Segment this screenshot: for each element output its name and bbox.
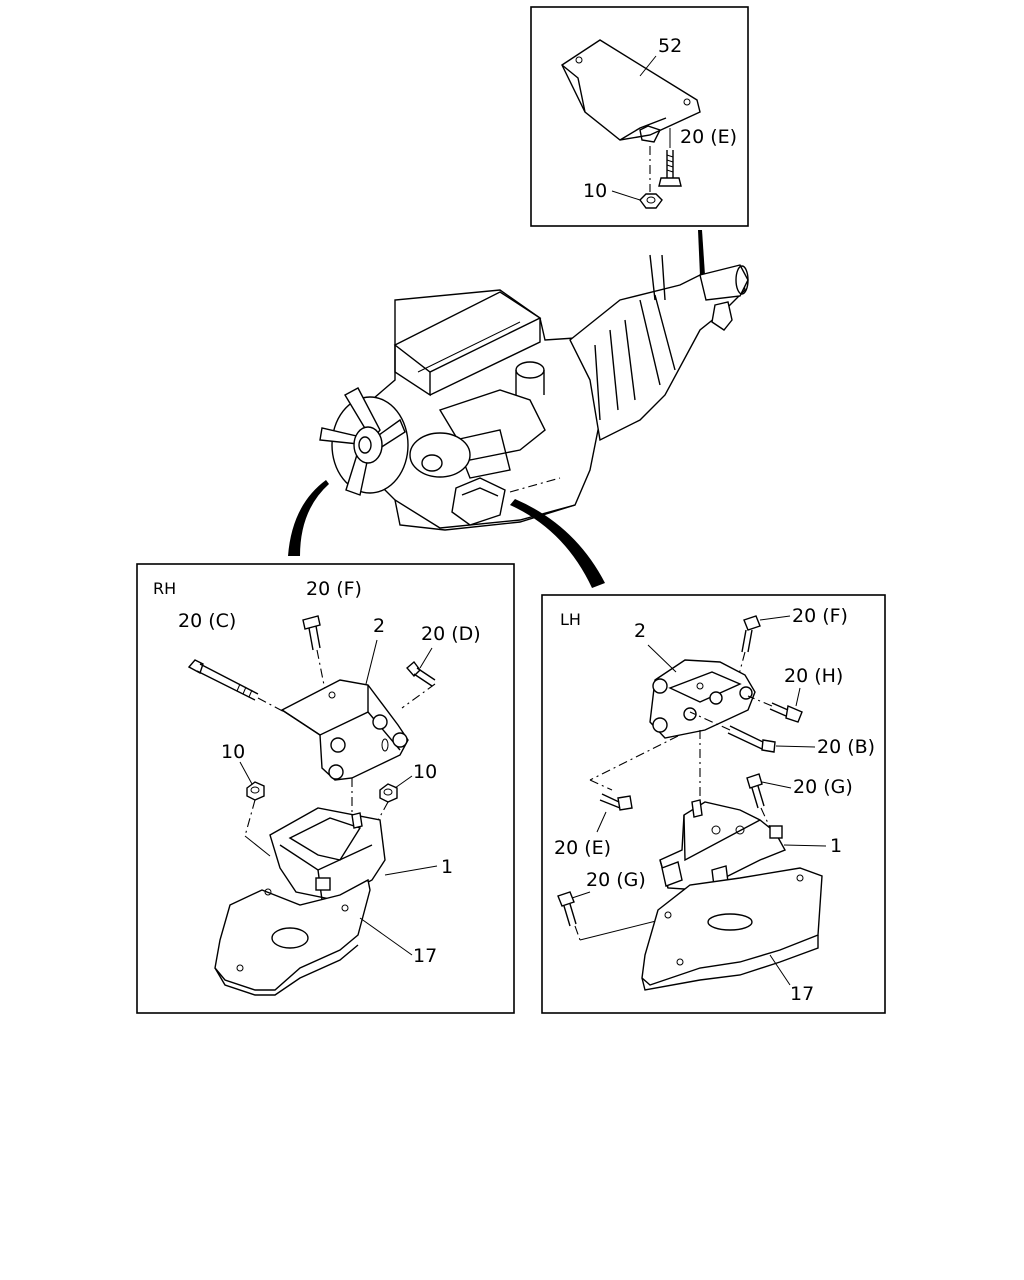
rh-bolt-c — [187, 659, 291, 716]
lh-bolt-e — [599, 793, 633, 811]
rh-panel-title: RH — [153, 579, 176, 598]
inset-pointer — [698, 230, 705, 276]
lh-label-bracket-2: 2 — [634, 620, 646, 642]
rh-label-nut-10-left: 10 — [221, 741, 245, 763]
rh-label-bracket-2: 2 — [373, 615, 385, 637]
lh-panel: LH — [541, 594, 886, 1014]
rh-bolt-f — [302, 615, 326, 691]
lh-label-bolt-20b: 20 (B) — [817, 736, 875, 758]
heat-shield-bracket — [561, 39, 701, 143]
inset-panel: 52 20 (E) 10 — [530, 6, 749, 227]
rh-label-plate-17: 17 — [413, 945, 437, 967]
rh-label-bolt-20c: 20 (C) — [178, 610, 236, 632]
lh-label-bolt-20f: 20 (F) — [792, 605, 848, 627]
rh-mount — [269, 807, 386, 901]
rh-panel: RH — [136, 563, 515, 1014]
bolt-e-part — [658, 128, 682, 187]
rh-nut-left — [244, 781, 271, 857]
lh-bracket — [649, 659, 756, 739]
rh-label-bolt-20f: 20 (F) — [306, 578, 362, 600]
rh-label-bolt-20d: 20 (D) — [421, 623, 481, 645]
rh-plate — [214, 878, 371, 996]
lh-panel-title: LH — [560, 610, 581, 629]
lh-label-mount-1: 1 — [830, 835, 842, 857]
lh-label-bolt-20e: 20 (E) — [554, 837, 611, 859]
lh-bolt-b — [689, 711, 776, 753]
label-bolt-20e: 20 (E) — [680, 126, 737, 148]
engine-transmission-assembly — [319, 254, 749, 531]
rh-pointer — [288, 480, 329, 556]
cooling-fan — [319, 387, 409, 496]
lh-plate — [641, 867, 823, 991]
lh-label-bolt-20g-top: 20 (G) — [793, 776, 853, 798]
rh-label-mount-1: 1 — [441, 856, 453, 878]
rh-nut-right — [369, 783, 398, 836]
label-nut-10: 10 — [583, 180, 607, 202]
rh-bracket — [280, 679, 409, 781]
rh-label-nut-10-right: 10 — [413, 761, 437, 783]
lh-label-bolt-20h: 20 (H) — [784, 665, 843, 687]
lh-pointer — [510, 499, 605, 588]
lh-bolt-h — [747, 695, 803, 723]
lh-label-bolt-20g-left: 20 (G) — [586, 869, 646, 891]
nut-part — [639, 146, 663, 209]
label-part-52: 52 — [658, 35, 682, 57]
rh-bolt-d — [401, 660, 436, 709]
lh-label-plate-17: 17 — [790, 983, 814, 1005]
